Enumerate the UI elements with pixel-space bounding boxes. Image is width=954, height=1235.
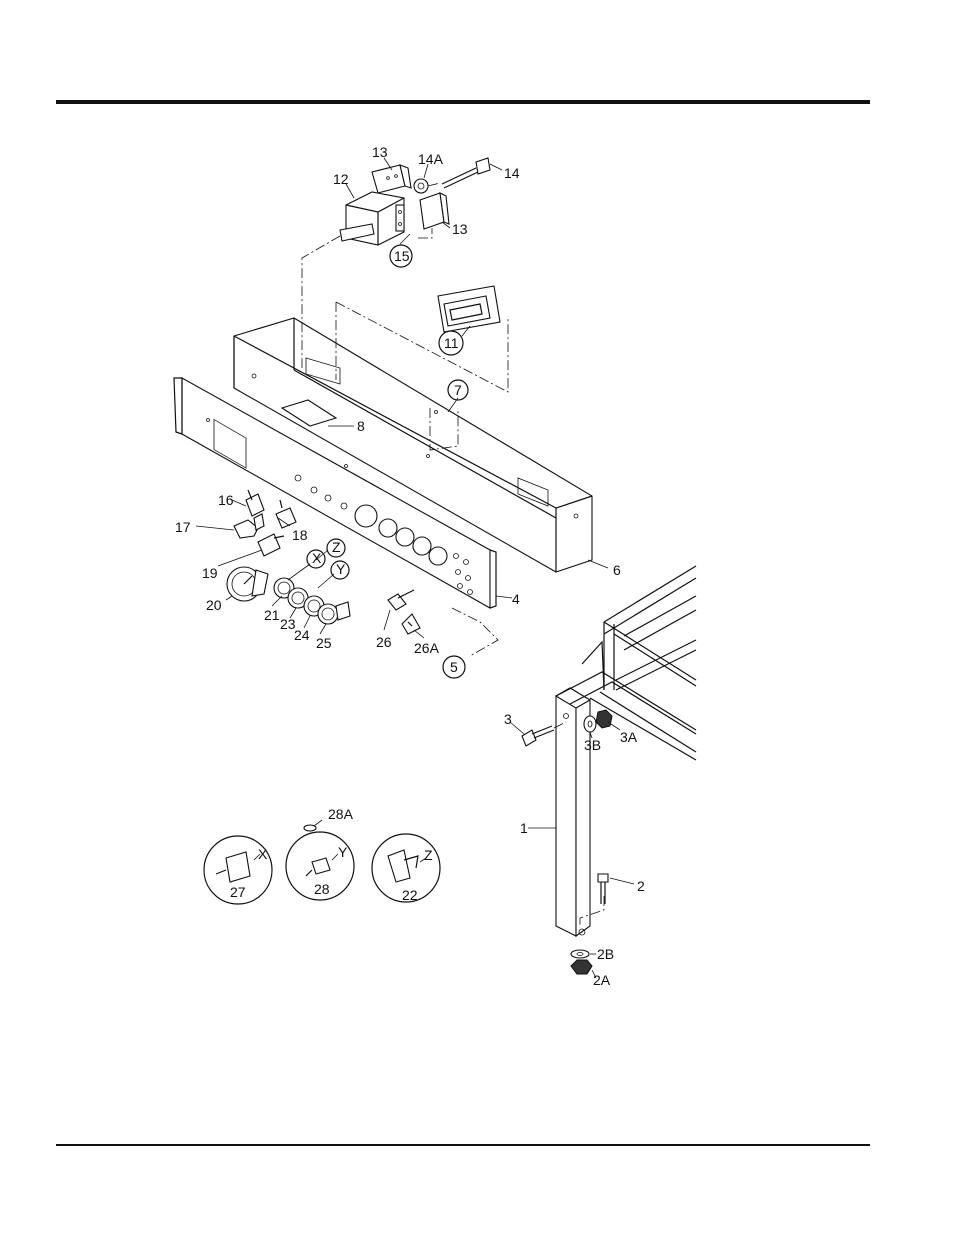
detail-label-x: X: [258, 846, 268, 862]
callout-4: 4: [512, 591, 520, 607]
callout-2b: 2B: [597, 946, 614, 962]
nut-part-2a: [571, 960, 592, 974]
switch-26-part: [388, 590, 414, 610]
callout-8: 8: [357, 418, 365, 434]
callout-22: 22: [402, 887, 418, 903]
callout-19: 19: [202, 565, 218, 581]
bolt-part-14: [442, 158, 490, 188]
callout-27: 27: [230, 884, 246, 900]
callout-6: 6: [613, 562, 621, 578]
callout-1: 1: [520, 820, 528, 836]
callout-28: 28: [314, 881, 330, 897]
callout-3a: 3A: [620, 729, 638, 745]
callout-12: 12: [333, 171, 349, 187]
gasket-plate-part: [438, 286, 500, 332]
meter-25-part: [318, 602, 350, 624]
nut-part-14a: [414, 179, 428, 193]
callout-14a: 14A: [418, 151, 444, 167]
callout-3b: 3B: [584, 737, 601, 753]
callout-17: 17: [175, 519, 191, 535]
callout-7: 7: [454, 382, 462, 398]
clip-17-part: [234, 514, 264, 538]
callout-14: 14: [504, 165, 520, 181]
callout-2a: 2A: [593, 972, 611, 988]
callout-25: 25: [316, 635, 332, 651]
breaker-switch-part: [340, 192, 404, 245]
callout-21: 21: [264, 607, 280, 623]
bolt-part-3: [522, 726, 554, 746]
callout-15: 15: [394, 248, 410, 264]
callout-16: 16: [218, 492, 234, 508]
connector-19-part: [258, 534, 284, 556]
callout-x: X: [312, 550, 322, 566]
callout-28a: 28A: [328, 806, 354, 822]
washer-part-3b: [584, 716, 596, 732]
detail-label-y: Y: [338, 844, 348, 860]
callout-26: 26: [376, 634, 392, 650]
switch-16-part: [246, 490, 264, 516]
callout-13-upper: 13: [372, 144, 388, 160]
washer-part-2b: [571, 950, 589, 958]
callout-24: 24: [294, 627, 310, 643]
callout-26a: 26A: [414, 640, 440, 656]
callout-5: 5: [450, 659, 458, 675]
callout-13-lower: 13: [452, 221, 468, 237]
callout-3: 3: [504, 711, 512, 727]
detail-label-z: Z: [424, 847, 433, 863]
callout-y: Y: [336, 561, 346, 577]
knob-26a-part: [402, 614, 420, 634]
callout-2: 2: [637, 878, 645, 894]
callout-11: 11: [444, 335, 459, 351]
callout-z: Z: [332, 539, 341, 555]
nut-part-3a: [596, 710, 612, 728]
callout-20: 20: [206, 597, 222, 613]
gauge-20-part: [227, 567, 268, 601]
callout-18: 18: [292, 527, 308, 543]
bolt-part-2: [598, 874, 608, 904]
